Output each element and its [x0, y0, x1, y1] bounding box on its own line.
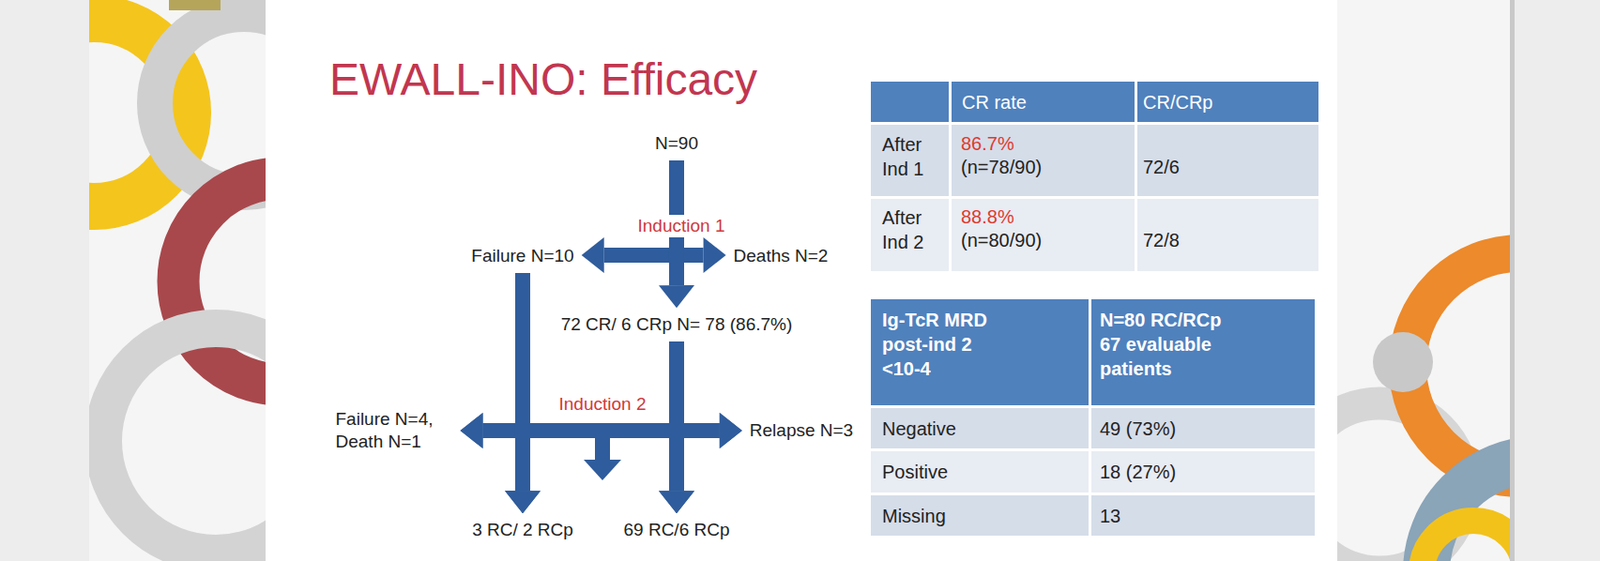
table-cell	[1091, 408, 1315, 449]
table-cell-text: After Ind 1	[882, 132, 939, 182]
table-cell	[1137, 198, 1319, 272]
table-cell	[1091, 495, 1315, 536]
arrow-head	[460, 412, 484, 449]
panel	[89, 0, 1510, 561]
table-cell-text: (n=78/90)	[960, 155, 1042, 180]
grey-dot	[1372, 332, 1433, 393]
table-cell	[870, 451, 1089, 493]
step-text: 3 RC/ 2 RCp	[472, 518, 574, 542]
flow-step: Failure N=4, Death N=1	[333, 406, 457, 456]
table-cell	[951, 124, 1135, 197]
table-cell-text: After Ind 2	[882, 205, 939, 255]
table-cell-text: Missing	[882, 504, 946, 529]
step-text: 72 CR/ 6 CRp N= 78 (86.7%)	[561, 313, 793, 336]
arrow-head	[583, 459, 622, 481]
arrow-shaft	[522, 273, 720, 431]
step-text: Failure N=4, Death N=1	[335, 408, 454, 454]
arrow-head	[658, 490, 695, 514]
flow-arrow	[676, 341, 743, 449]
flow-step: 69 RC/6 RCp	[621, 517, 733, 544]
table-cell-text: 72/6	[1142, 155, 1180, 180]
slide	[265, 0, 1338, 561]
table-cell-text: 86.7%	[960, 132, 1015, 156]
arrow-shaft	[522, 341, 677, 491]
flow-step: 72 CR/ 6 CRp N= 78 (86.7%)	[558, 311, 796, 338]
flow-step: Deaths N=2	[731, 243, 832, 270]
flow-arrow	[460, 273, 524, 449]
arrow-stem	[594, 437, 610, 460]
table-cell	[870, 495, 1089, 536]
step-text: N=90	[655, 132, 699, 155]
flow-arrow	[658, 341, 695, 514]
table-cell-text: Negative	[882, 417, 957, 442]
table-cell-text: (n=80/90)	[960, 228, 1042, 253]
arrow-head	[703, 237, 727, 274]
arrow-head	[504, 490, 541, 514]
step-text: Failure N=10	[471, 244, 574, 268]
table-header-cell	[1091, 299, 1315, 406]
table-cell-text: 13	[1099, 504, 1121, 529]
step-text: Deaths N=2	[733, 244, 829, 268]
table-cell-text: CR/CRp	[1142, 91, 1213, 115]
phase-label: Induction 2	[554, 393, 652, 416]
table-cell-text: CR rate	[961, 91, 1027, 115]
flow-step: 3 RC/ 2 RCp	[469, 517, 577, 544]
table-cell-text: 88.8%	[960, 205, 1015, 229]
arrow-shaft	[604, 160, 677, 256]
table-cell	[870, 198, 949, 272]
table-header-cell	[870, 299, 1089, 406]
table-cell-text: N=80 RC/RCp 67 evaluable patients	[1099, 307, 1236, 381]
flow-arrow	[522, 273, 743, 449]
arrow-shaft	[669, 341, 685, 491]
table-cell-text: Ig-TcR MRD post-ind 2 <10-4	[882, 307, 1009, 381]
flow-arrow	[522, 273, 695, 514]
arrow-head	[504, 490, 541, 514]
table-header-cell	[951, 81, 1135, 122]
table-cell	[951, 198, 1135, 272]
arrow-head	[658, 285, 695, 308]
arrow-shaft	[483, 341, 678, 431]
table-cell-text: 18 (27%)	[1099, 460, 1176, 485]
table-header-cell	[870, 81, 949, 122]
arrow-head	[719, 412, 743, 449]
arrow-shaft	[522, 273, 677, 491]
grey-arc	[103, 328, 268, 554]
yellow-arc	[1421, 520, 1510, 561]
table-cell-text: 49 (73%)	[1099, 417, 1176, 442]
step-text: Relapse N=3	[749, 419, 854, 442]
step-text: 69 RC/6 RCp	[624, 518, 731, 542]
arrow-head	[581, 237, 605, 274]
table-cell	[870, 408, 1089, 449]
flow-step: N=90	[652, 130, 701, 157]
table-cell	[1091, 451, 1315, 493]
flow-step: Failure N=10	[468, 243, 577, 270]
arrow-head	[460, 412, 484, 449]
panel-shadow	[93, 0, 1515, 561]
flow-step: Relapse N=3	[746, 417, 856, 444]
table-cell-text: 72/8	[1142, 228, 1180, 253]
phase-label: Induction 1	[633, 214, 731, 238]
table-cell	[1137, 124, 1319, 197]
arrow-head	[719, 412, 743, 449]
flow-arrow	[504, 341, 677, 514]
arrow-head	[658, 490, 695, 514]
table-cell	[870, 124, 949, 197]
olive-bar	[168, 0, 221, 11]
table-header-cell	[1137, 81, 1319, 122]
table-cell-text: Positive	[882, 460, 948, 485]
slide-title: EWALL-INO: Efficacy	[329, 52, 758, 107]
